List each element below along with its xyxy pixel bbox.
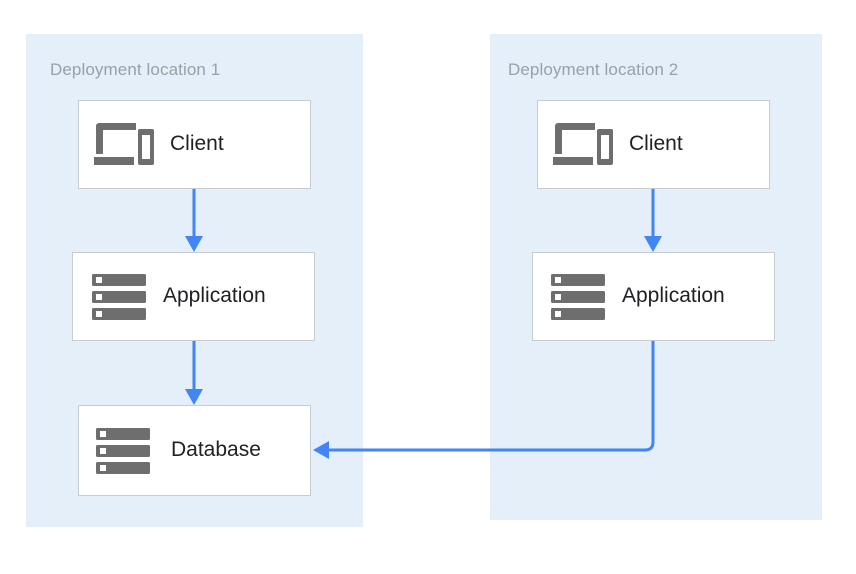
devices-icon (94, 121, 154, 167)
devices-icon (553, 121, 613, 167)
server-icon (92, 274, 146, 320)
node-client-location-2-label: Client (629, 132, 683, 155)
node-client-location-2[interactable] (537, 100, 770, 189)
node-database-location-1-label: Database (171, 438, 261, 461)
node-application-location-2-label: Application (622, 284, 725, 307)
server-icon (96, 428, 150, 474)
deployment-zone-1-label: Deployment location 1 (50, 60, 221, 79)
server-icon (551, 274, 605, 320)
node-application-location-1-label: Application (163, 284, 266, 307)
deployment-zone-2-label: Deployment location 2 (508, 60, 679, 79)
node-client-location-1[interactable] (78, 100, 311, 189)
node-client-location-1-label: Client (170, 132, 224, 155)
